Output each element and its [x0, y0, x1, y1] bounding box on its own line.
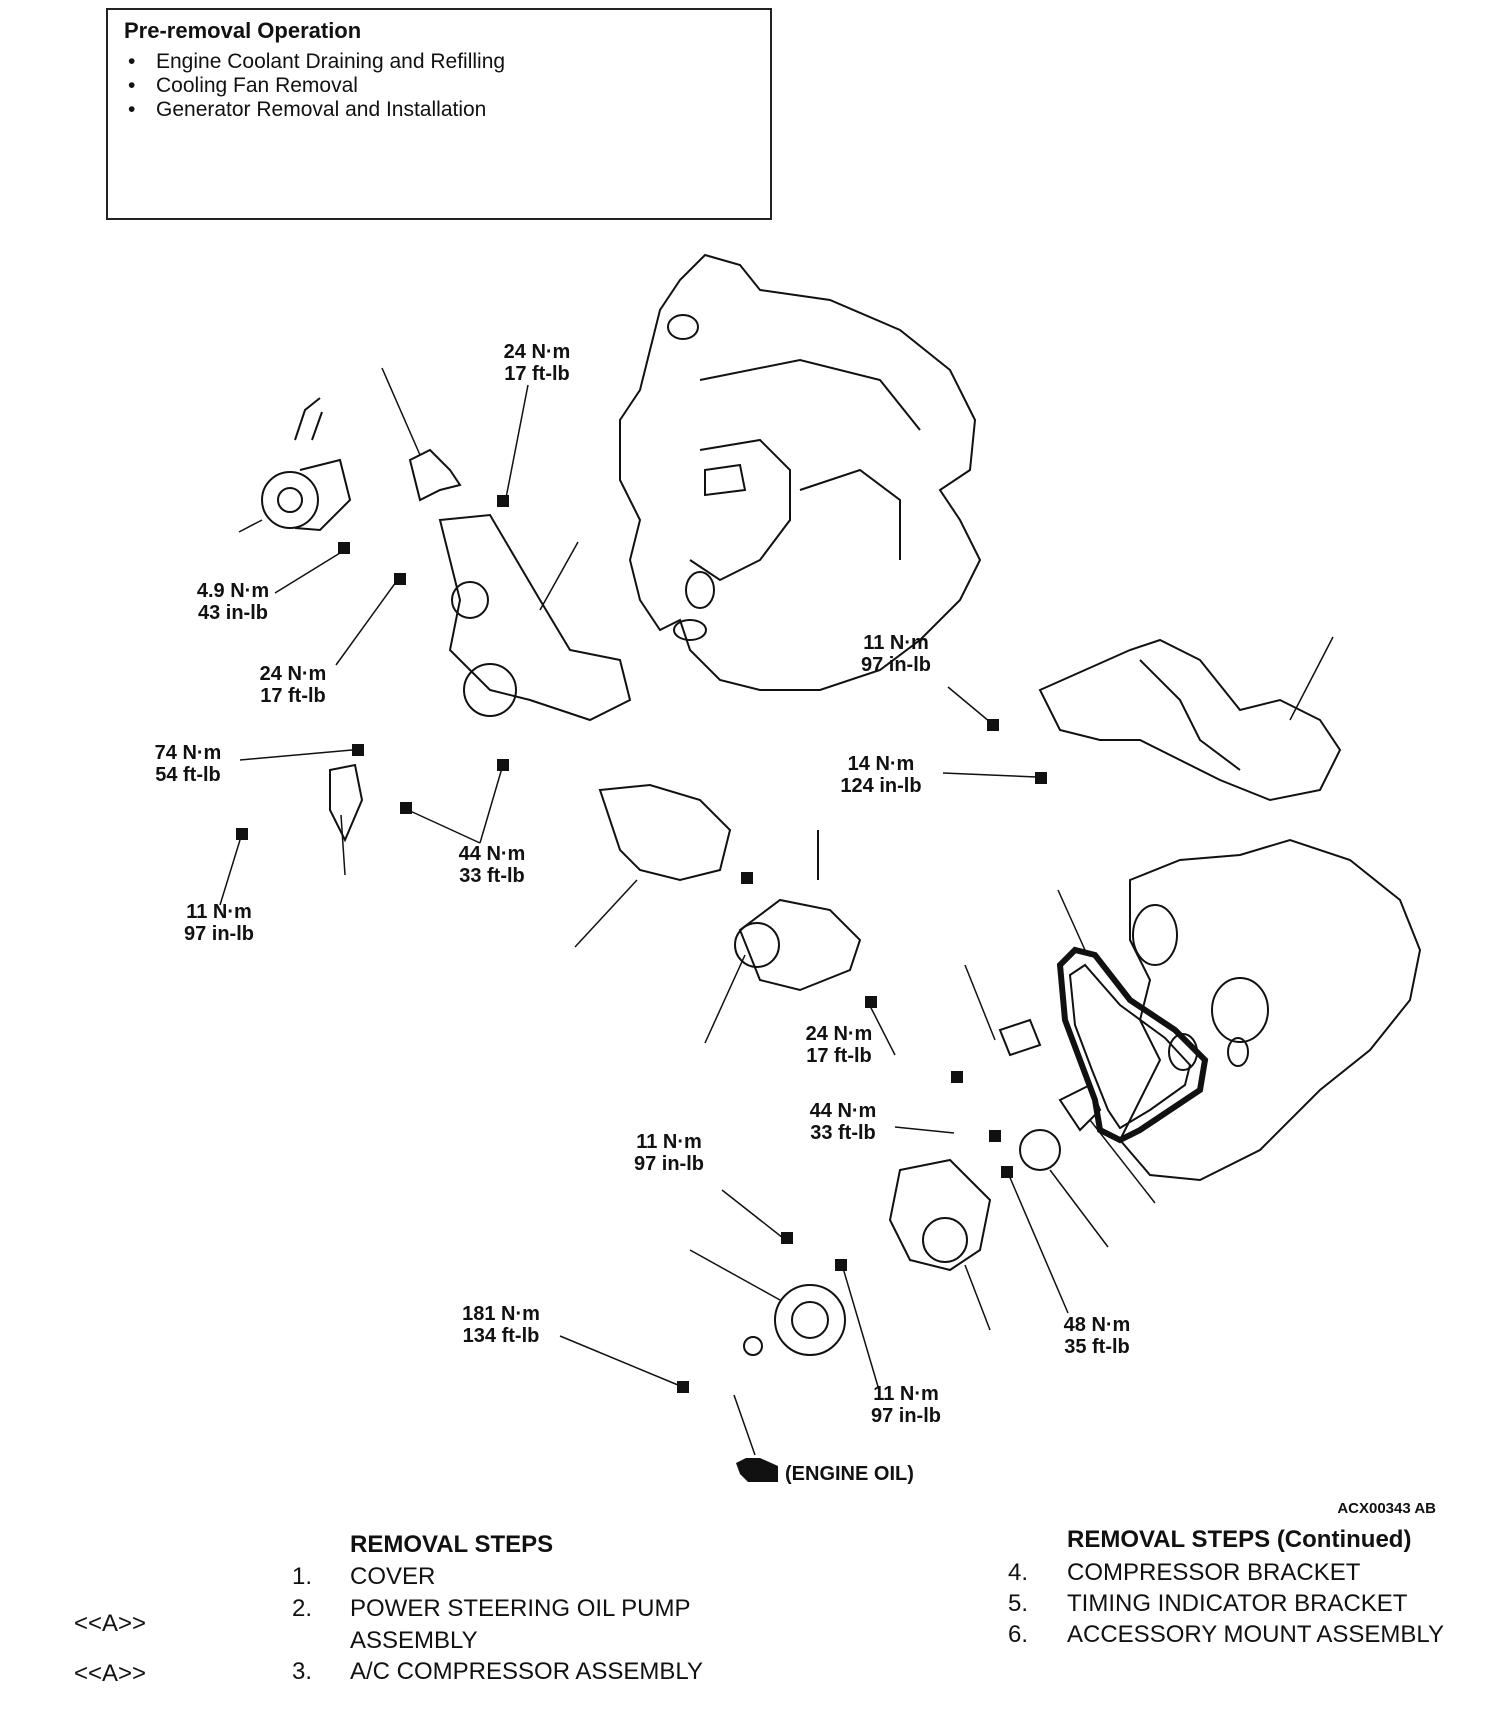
pre-removal-box: Pre-removal Operation Engine Coolant Dra… [106, 8, 772, 220]
pre-removal-list: Engine Coolant Draining and Refilling Co… [124, 50, 754, 122]
removal-steps-title: REMOVAL STEPS [350, 1531, 554, 1558]
torque-imp: 33 ft-lb [459, 865, 525, 887]
step-5-num: 5. [1008, 1590, 1029, 1617]
pre-removal-title: Pre-removal Operation [124, 18, 362, 43]
step-6-num: 6. [1008, 1621, 1029, 1648]
torque-nm: 11 N·m [873, 1383, 939, 1405]
step-6-text: ACCESSORY MOUNT ASSEMBLY [1067, 1621, 1445, 1648]
torque-nm: 181 N·m [462, 1303, 540, 1325]
step-4-num: 4. [1008, 1559, 1029, 1586]
lower-engine-outline [1118, 838, 1422, 1182]
torque-nm: 24 N·m [260, 663, 327, 685]
step-3-mark: <<A>> [74, 1660, 147, 1687]
torque-nm: 44 N·m [810, 1100, 877, 1122]
torque-imp: 17 ft-lb [806, 1045, 872, 1067]
leader-lines [219, 367, 1334, 1456]
engine-oil-label: (ENGINE OIL) [785, 1463, 914, 1485]
step-2-text: POWER STEERING OIL PUMP [350, 1595, 691, 1622]
figure-reference: ACX00343 AB [1337, 1500, 1436, 1517]
timing-belt [1056, 946, 1209, 1144]
torque-nm: 11 N·m [636, 1131, 702, 1153]
torque-imp: 33 ft-lb [810, 1122, 876, 1144]
pre-removal-item: Generator Removal and Installation [128, 98, 754, 122]
removal-steps-continued-title: REMOVAL STEPS (Continued) [1067, 1526, 1412, 1553]
step-3-num: 3. [292, 1658, 313, 1685]
torque-imp: 35 ft-lb [1064, 1336, 1130, 1358]
torque-nm: 24 N·m [504, 341, 571, 363]
torque-nm: 11 N·m [186, 901, 252, 923]
torque-imp: 54 ft-lb [155, 764, 221, 786]
torque-nm: 48 N·m [1064, 1314, 1131, 1336]
torque-imp: 43 in-lb [198, 602, 268, 624]
torque-imp: 134 ft-lb [463, 1325, 540, 1347]
compressor-parts [598, 783, 862, 992]
engine-oil-note: (ENGINE OIL) [736, 1458, 914, 1485]
torque-imp: 97 in-lb [184, 923, 254, 945]
step-1-num: 1. [292, 1563, 313, 1590]
step-4-text: COMPRESSOR BRACKET [1067, 1559, 1361, 1586]
torque-nm: 24 N·m [806, 1023, 873, 1045]
torque-imp: 124 in-lb [840, 775, 921, 797]
torque-imp: 17 ft-lb [504, 363, 570, 385]
torque-imp: 97 in-lb [871, 1405, 941, 1427]
torque-nm: 11 N·m [863, 632, 929, 654]
step-2-text-cont: ASSEMBLY [350, 1627, 478, 1654]
step-1-text: COVER [350, 1563, 436, 1590]
oil-can-icon [736, 1458, 778, 1482]
step-5-text: TIMING INDICATOR BRACKET [1067, 1590, 1408, 1617]
torque-nm: 44 N·m [459, 843, 526, 865]
torque-imp: 97 in-lb [634, 1153, 704, 1175]
torque-nm: 4.9 N·m [197, 580, 269, 602]
pre-removal-item: Cooling Fan Removal [128, 74, 754, 98]
torque-imp: 17 ft-lb [260, 685, 326, 707]
pre-removal-item: Engine Coolant Draining and Refilling [128, 50, 754, 74]
step-2-num: 2. [292, 1595, 313, 1622]
tensioner-parts [743, 1018, 1102, 1356]
upper-engine-outline [619, 253, 982, 691]
torque-nm: 14 N·m [848, 753, 915, 775]
step-3-text: A/C COMPRESSOR ASSEMBLY [350, 1658, 703, 1685]
timing-cover [1038, 638, 1342, 802]
torque-nm: 74 N·m [155, 742, 222, 764]
torque-imp: 97 in-lb [861, 654, 931, 676]
power-steering-pump [261, 397, 352, 532]
bolts [236, 495, 1047, 1393]
step-2-mark: <<A>> [74, 1610, 147, 1637]
bracket-parts [329, 448, 632, 843]
